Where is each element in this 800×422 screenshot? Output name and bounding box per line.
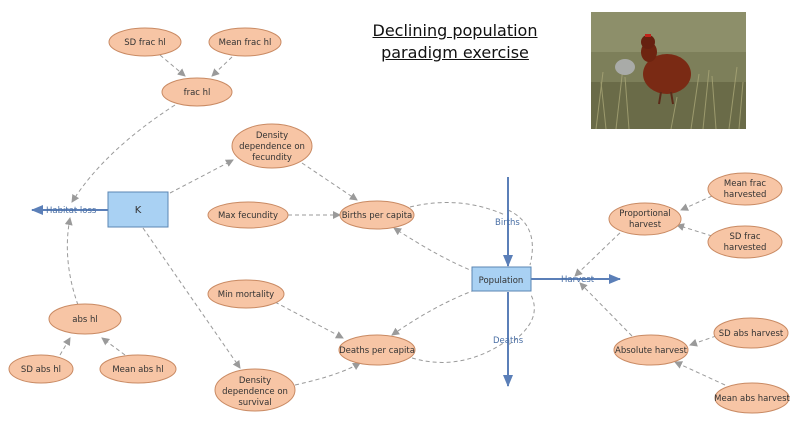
- label-density-survival-2: dependence on: [222, 387, 288, 397]
- label-sd-frac-harvested-1: SD frac: [729, 232, 760, 242]
- var-frac-hl[interactable]: [161, 77, 233, 107]
- var-mean-abs-harvest[interactable]: [714, 382, 790, 414]
- link-abs-harvestflow: [579, 282, 633, 337]
- var-sd-frac-hl[interactable]: [108, 27, 182, 57]
- var-absolute-harvest[interactable]: [613, 334, 689, 366]
- flow-label-habitat-loss: Habitat loss: [46, 206, 97, 216]
- link-frachl-habitatloss: [71, 104, 176, 203]
- link-meanabs-abshl: [101, 337, 126, 356]
- link-deaths-deathsflow: [411, 341, 506, 363]
- link-population-deaths: [391, 289, 476, 336]
- stock-k[interactable]: [107, 191, 169, 228]
- var-density-survival[interactable]: [214, 368, 296, 412]
- label-sd-abs-hl: SD abs hl: [21, 365, 61, 375]
- link-birthsflow-loop: [507, 209, 533, 266]
- title-line-2: paradigm exercise: [381, 43, 529, 62]
- var-density-fecundity[interactable]: [231, 123, 313, 169]
- label-proportional-harvest-2: harvest: [629, 220, 662, 230]
- label-density-fecundity-2: dependence on: [239, 142, 305, 152]
- var-mean-frac-harvested[interactable]: [707, 172, 783, 206]
- label-density-fecundity-3: fecundity: [252, 153, 292, 163]
- link-sdfrac-prop: [676, 223, 713, 237]
- label-sd-frac-harvested-2: harvested: [724, 243, 767, 253]
- link-denssurv-deaths: [294, 362, 361, 386]
- var-min-mortality[interactable]: [207, 279, 285, 309]
- label-mean-abs-harvest: Mean abs harvest: [714, 394, 790, 404]
- label-mean-frac-harvested-1: Mean frac: [724, 179, 767, 189]
- var-births-per-capita[interactable]: [339, 200, 415, 230]
- label-absolute-harvest: Absolute harvest: [615, 346, 688, 356]
- var-sd-abs-harvest[interactable]: [713, 317, 789, 349]
- var-sd-abs-hl[interactable]: [8, 354, 74, 384]
- link-k-denssurv: [142, 227, 241, 369]
- label-max-fecundity: Max fecundity: [218, 211, 278, 221]
- link-sdabs-absharv: [689, 335, 717, 347]
- label-births-per-capita: Births per capita: [342, 211, 413, 221]
- link-densfec-births: [301, 162, 358, 201]
- link-meanabs-absharv: [674, 361, 726, 386]
- link-sdabs-abshl: [59, 337, 71, 356]
- diagram-title: Declining population paradigm exercise: [340, 20, 570, 64]
- label-mean-frac-hl: Mean frac hl: [219, 38, 272, 48]
- link-meanfrac-frachl: [211, 56, 233, 77]
- label-abs-hl: abs hl: [72, 315, 97, 325]
- link-k-densfec: [169, 159, 234, 194]
- label-min-mortality: Min mortality: [218, 290, 274, 300]
- stock-population-label: Population: [479, 276, 524, 286]
- var-mean-abs-hl[interactable]: [99, 354, 177, 384]
- var-sd-frac-harvested[interactable]: [707, 225, 783, 259]
- var-deaths-per-capita[interactable]: [338, 334, 416, 366]
- label-mean-frac-harvested-2: harvested: [724, 190, 767, 200]
- label-frac-hl: frac hl: [184, 88, 211, 98]
- label-density-survival-3: survival: [238, 398, 271, 408]
- flow-label-harvest: Harvest: [561, 275, 595, 285]
- var-max-fecundity[interactable]: [207, 201, 289, 229]
- stock-population[interactable]: [471, 266, 532, 292]
- stock-k-label: K: [135, 205, 142, 216]
- link-abshl-habitatloss: [64, 217, 79, 306]
- label-sd-frac-hl: SD frac hl: [124, 38, 165, 48]
- flow-label-births: Births: [495, 218, 520, 228]
- grouse-photo: [591, 12, 746, 129]
- label-mean-abs-hl: Mean abs hl: [112, 365, 163, 375]
- link-minmort-deaths: [274, 301, 344, 339]
- link-births-birthsflow: [409, 202, 506, 216]
- title-line-1: Declining population: [372, 21, 538, 40]
- link-sdfrac-frachl: [159, 54, 186, 77]
- link-prop-harvestflow: [574, 227, 626, 277]
- label-density-fecundity-1: Density: [256, 131, 288, 141]
- label-density-survival-1: Density: [239, 376, 271, 386]
- link-population-births: [393, 227, 476, 273]
- link-deathsflow-loop: [507, 292, 535, 346]
- flow-label-deaths: Deaths: [493, 336, 524, 346]
- var-abs-hl[interactable]: [48, 303, 122, 335]
- var-proportional-harvest[interactable]: [608, 202, 682, 236]
- link-meanfrac-prop: [680, 195, 713, 211]
- label-sd-abs-harvest: SD abs harvest: [719, 329, 784, 339]
- label-proportional-harvest-1: Proportional: [619, 209, 670, 219]
- label-deaths-per-capita: Deaths per capita: [339, 346, 415, 356]
- var-mean-frac-hl[interactable]: [208, 27, 282, 57]
